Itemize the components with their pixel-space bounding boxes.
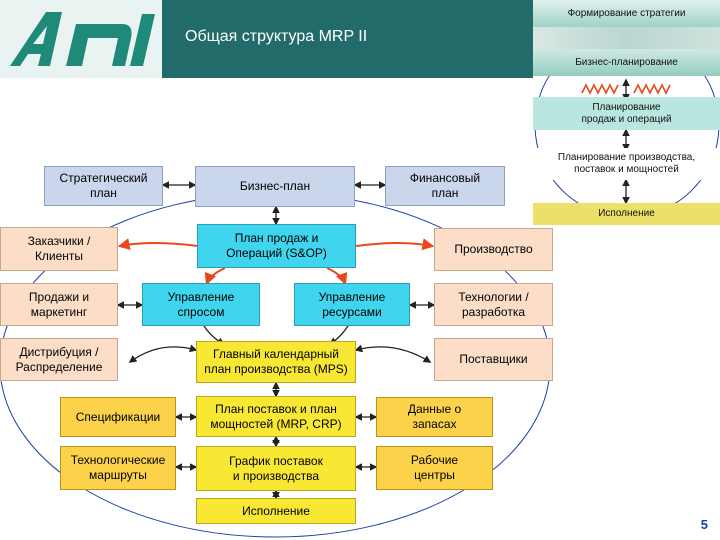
arrow-sop-to-customers xyxy=(117,238,199,251)
arrow-sop-to-production xyxy=(355,238,435,251)
ladder-execution: Исполнение xyxy=(533,203,720,225)
production-box: Производство xyxy=(434,228,553,271)
ladder-zigzag-right-2 xyxy=(633,83,671,95)
ladder-strategy: Формирование стратегии xyxy=(533,0,720,27)
resource-management-box: Управление ресурсами xyxy=(294,283,410,326)
logo-panel xyxy=(0,0,162,78)
page-title: Общая структура MRP II xyxy=(185,28,368,45)
distribution-box: Дистрибуция / Распределение xyxy=(0,338,118,381)
business-plan-box: Бизнес-план xyxy=(195,166,355,207)
customers-box: Заказчики / Клиенты xyxy=(0,227,118,271)
company-logo xyxy=(10,12,155,66)
suppliers-box: Поставщики xyxy=(434,338,553,381)
schedule-box: График поставок и производства xyxy=(196,446,356,491)
ladder-production-planning: Планирование производства, поставок и мо… xyxy=(533,148,720,180)
sop-box: План продаж и Операций (S&OP) xyxy=(197,224,356,268)
arrow-suppliers-mps xyxy=(354,344,432,363)
routings-box: Технологические маршруты xyxy=(60,446,176,490)
inventory-data-box: Данные о запасах xyxy=(376,397,493,437)
strategic-plan-box: Стратегический план xyxy=(44,166,163,206)
arrow-sop-to-resources xyxy=(326,267,348,286)
work-centers-box: Рабочие центры xyxy=(376,446,493,490)
demand-management-box: Управление спросом xyxy=(142,283,260,326)
arrow-sop-to-demand xyxy=(204,267,226,286)
specifications-box: Спецификации xyxy=(60,397,176,437)
sales-marketing-box: Продажи и маркетинг xyxy=(0,283,118,326)
ladder-zigzag-left-2 xyxy=(581,83,619,95)
page-number: 5 xyxy=(700,517,708,532)
ladder-sop: Планирование продаж и операций xyxy=(533,97,720,130)
technology-box: Технологии / разработка xyxy=(434,283,553,326)
execution-box: Исполнение xyxy=(196,498,356,524)
mrp-crp-box: План поставок и план мощностей (MRP, CRP… xyxy=(196,396,356,437)
mps-box: Главный календарный план производства (M… xyxy=(196,341,356,383)
ladder-business: Бизнес-планирование xyxy=(533,49,720,76)
arrow-distribution-mps xyxy=(128,344,198,363)
ladder-strategy-band xyxy=(533,27,720,49)
financial-plan-box: Финансовый план xyxy=(385,166,505,206)
